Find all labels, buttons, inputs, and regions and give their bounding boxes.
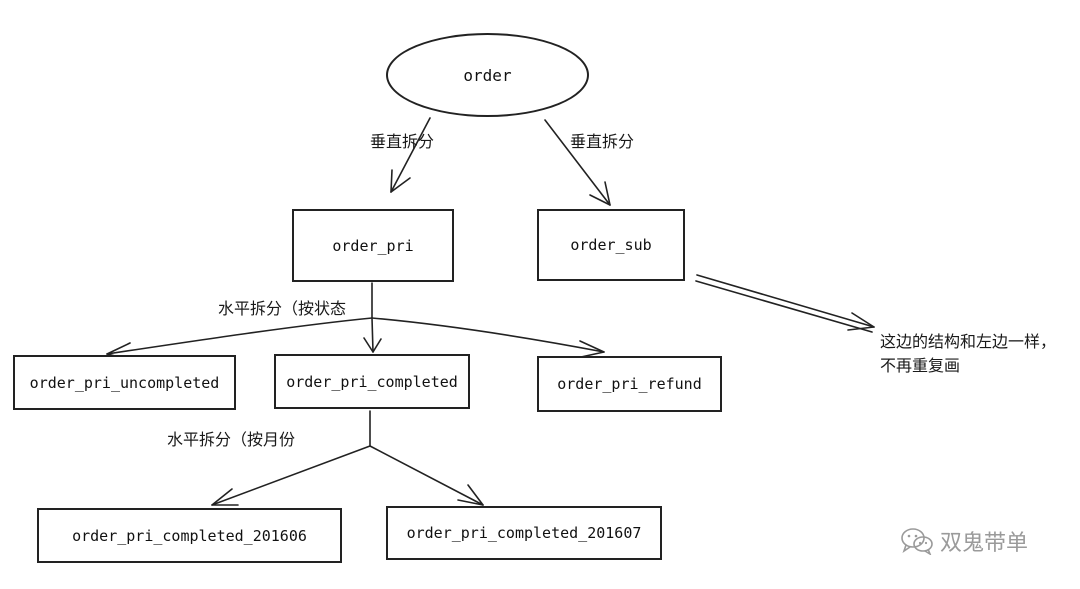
- label-horizontal-split-month: 水平拆分（按月份: [167, 430, 296, 449]
- node-order-pri-completed: order_pri_completed: [274, 354, 470, 409]
- arrow-order-to-order-sub: [544, 119, 611, 206]
- arrow-order-sub-to-note: [695, 274, 875, 333]
- note-line-1: 这边的结构和左边一样，: [880, 332, 1057, 351]
- watermark: 双鬼带单: [900, 525, 1028, 557]
- node-order-pri-completed-201606: order_pri_completed_201606: [37, 508, 342, 563]
- arrow-order-to-order-pri: [390, 117, 431, 193]
- node-order-pri-uncompleted: order_pri_uncompleted: [13, 355, 236, 410]
- node-order-pri-refund: order_pri_refund: [537, 356, 722, 412]
- label-vertical-split-right: 垂直拆分: [570, 132, 635, 151]
- node-order-pri-completed-201607: order_pri_completed_201607: [386, 506, 662, 560]
- label-horizontal-split-status: 水平拆分（按状态: [218, 299, 347, 318]
- arrow-to-201606: [211, 445, 371, 506]
- node-order: order: [386, 33, 589, 117]
- wechat-icon: [901, 528, 933, 555]
- node-order-pri: order_pri: [292, 209, 454, 282]
- note-line-2: 不再重复画: [880, 356, 961, 375]
- arrow-to-completed: [363, 317, 382, 353]
- watermark-text: 双鬼带单: [940, 531, 1029, 556]
- node-order-sub: order_sub: [537, 209, 685, 281]
- note-text: 这边的结构和左边一样， 不再重复画: [880, 330, 1056, 378]
- arrow-to-201607: [369, 445, 484, 506]
- arrow-to-refund: [371, 317, 605, 358]
- label-vertical-split-left: 垂直拆分: [370, 132, 435, 151]
